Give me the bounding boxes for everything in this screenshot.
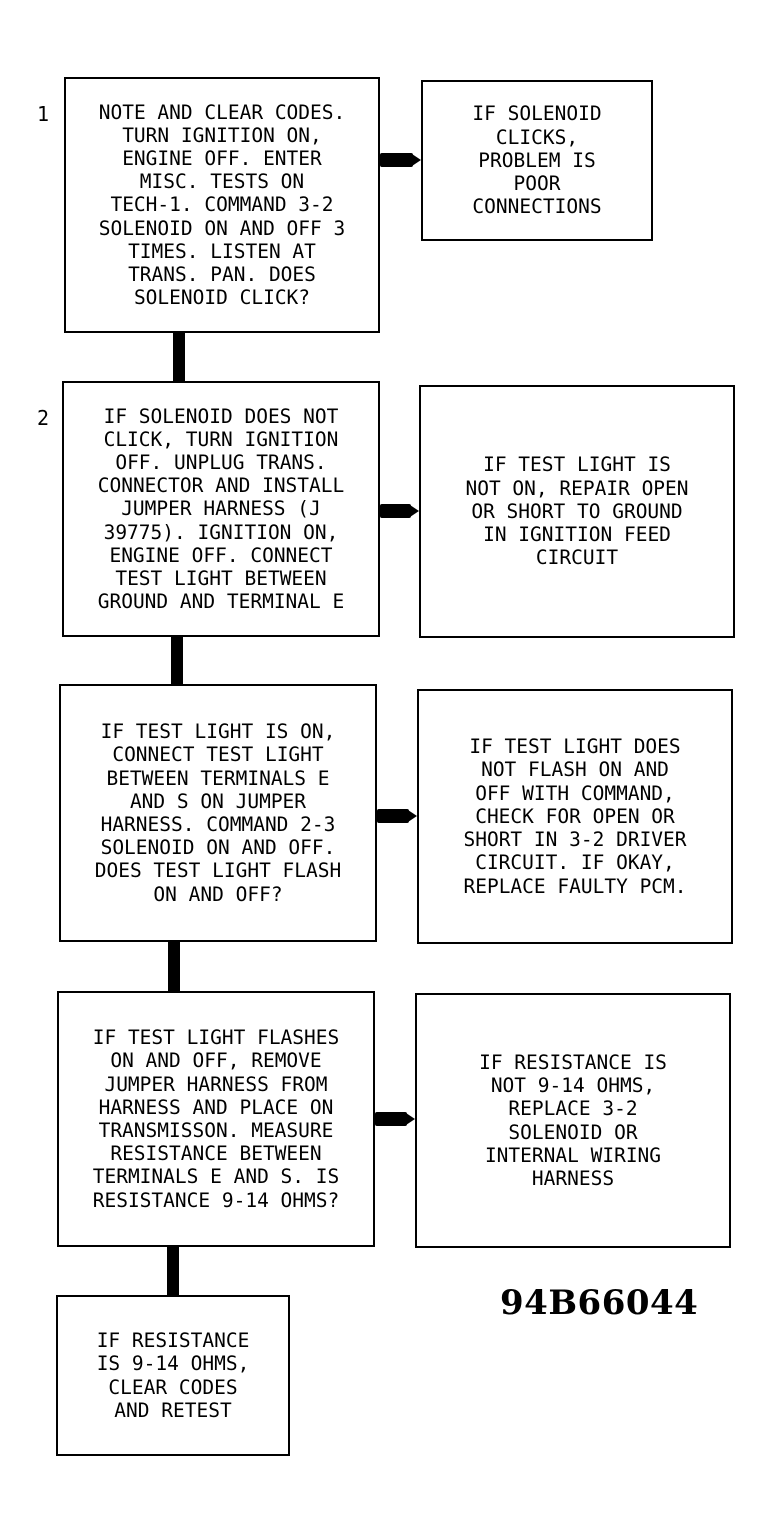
step-4-action-box: IF TEST LIGHT FLASHES ON AND OFF, REMOVE… <box>57 991 375 1247</box>
final-action-text: IF RESISTANCE IS 9-14 OHMS, CLEAR CODES … <box>96 1329 250 1422</box>
step-2-action-text: IF SOLENOID DOES NOT CLICK, TURN IGNITIO… <box>97 404 345 614</box>
arrow-step2-to-outcome <box>380 504 419 518</box>
step-number-2: 2 <box>37 406 50 430</box>
final-action-box: IF RESISTANCE IS 9-14 OHMS, CLEAR CODES … <box>56 1295 290 1456</box>
step-4-outcome-text: IF RESISTANCE IS NOT 9-14 OHMS, REPLACE … <box>479 1050 667 1190</box>
step-1-action-box: NOTE AND CLEAR CODES. TURN IGNITION ON, … <box>64 77 380 333</box>
step-2-outcome-box: IF TEST LIGHT IS NOT ON, REPAIR OPEN OR … <box>419 385 735 638</box>
step-1-action-text: NOTE AND CLEAR CODES. TURN IGNITION ON, … <box>98 100 346 310</box>
step-3-action-text: IF TEST LIGHT IS ON, CONNECT TEST LIGHT … <box>94 720 342 906</box>
connector-step4-to-final <box>167 1247 179 1295</box>
step-number-1: 1 <box>37 102 50 126</box>
arrow-step1-to-outcome <box>380 153 421 167</box>
step-4-action-text: IF TEST LIGHT FLASHES ON AND OFF, REMOVE… <box>92 1026 340 1212</box>
step-3-outcome-text: IF TEST LIGHT DOES NOT FLASH ON AND OFF … <box>463 735 687 898</box>
connector-step2-to-step3 <box>171 637 183 684</box>
step-3-action-box: IF TEST LIGHT IS ON, CONNECT TEST LIGHT … <box>59 684 377 942</box>
step-3-outcome-box: IF TEST LIGHT DOES NOT FLASH ON AND OFF … <box>417 689 733 944</box>
arrow-step3-to-outcome <box>377 809 417 823</box>
step-2-outcome-text: IF TEST LIGHT IS NOT ON, REPAIR OPEN OR … <box>465 453 689 570</box>
step-4-outcome-box: IF RESISTANCE IS NOT 9-14 OHMS, REPLACE … <box>415 993 731 1248</box>
step-1-outcome-box: IF SOLENOID CLICKS, PROBLEM IS POOR CONN… <box>421 80 653 241</box>
step-1-outcome-text: IF SOLENOID CLICKS, PROBLEM IS POOR CONN… <box>472 102 602 219</box>
step-2-action-box: IF SOLENOID DOES NOT CLICK, TURN IGNITIO… <box>62 381 380 637</box>
figure-id: 94B66044 <box>500 1283 699 1323</box>
connector-step3-to-step4 <box>168 942 180 991</box>
arrow-step4-to-outcome <box>375 1112 415 1126</box>
connector-step1-to-step2 <box>173 333 185 381</box>
